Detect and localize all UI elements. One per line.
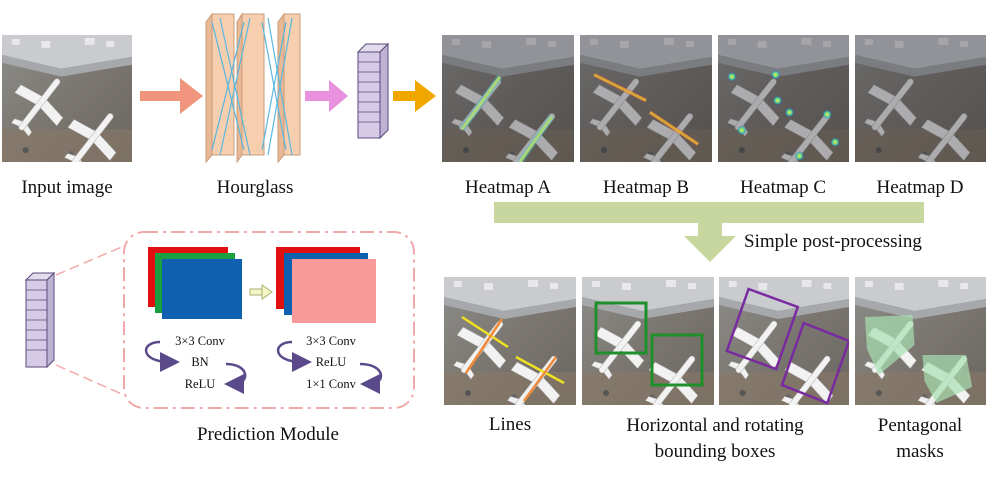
- pentagonal-masks-result-image: [855, 277, 986, 405]
- left-op-1: 3×3 Conv: [175, 334, 226, 348]
- heatmap-c-label: Heatmap C: [740, 177, 826, 198]
- right-op-1: 3×3 Conv: [306, 334, 357, 348]
- right-op-2: ReLU: [316, 355, 347, 369]
- heatmap-b-image: [577, 35, 713, 181]
- boxes-label-line1: Horizontal and rotating: [626, 415, 804, 436]
- prediction-module-feature-block: [24, 271, 56, 369]
- conv-stack-left: [148, 247, 242, 319]
- post-processing-label: Simple post-processing: [744, 231, 922, 252]
- prediction-module-box: [123, 231, 415, 409]
- heatmap-c-image: [715, 35, 850, 181]
- masks-label-line1: Pentagonal: [878, 415, 962, 436]
- heatmap-a-image: [439, 35, 575, 162]
- right-op-3: 1×1 Conv: [306, 377, 357, 391]
- input-image-label: Input image: [21, 177, 112, 198]
- heatmap-d-label: Heatmap D: [876, 177, 963, 198]
- boxes-label-line2: bounding boxes: [655, 441, 776, 462]
- post-processing-arrow: [494, 202, 924, 262]
- hourglass-label: Hourglass: [217, 177, 294, 198]
- feature-map-block: [356, 42, 390, 140]
- arrow-features-to-heatmaps: [393, 80, 436, 112]
- lines-result-image: [444, 277, 576, 405]
- masks-label-line2: masks: [896, 441, 944, 462]
- heatmap-a-label: Heatmap A: [465, 177, 551, 198]
- loop-arrow-right-top: [276, 340, 312, 372]
- left-op-2: BN: [191, 355, 208, 369]
- zoom-dashed-lines: [55, 245, 125, 396]
- input-image: [2, 35, 132, 162]
- small-arrow-between-stacks: [249, 284, 273, 300]
- loop-arrow-left-top: [144, 340, 180, 372]
- loop-arrow-right-bottom: [359, 362, 382, 394]
- lines-label: Lines: [489, 414, 531, 435]
- hourglass-network: [205, 12, 301, 164]
- rotated-boxes-result-image: [719, 277, 849, 405]
- heatmap-d-image: [852, 35, 987, 181]
- bounding-boxes-result-image: [582, 277, 714, 405]
- arrow-hourglass-to-features: [305, 80, 348, 112]
- heatmap-b-label: Heatmap B: [603, 177, 689, 198]
- prediction-module-label: Prediction Module: [197, 424, 339, 445]
- conv-stack-right: [276, 247, 376, 323]
- left-op-3: ReLU: [185, 377, 216, 391]
- arrow-input-to-hourglass: [140, 78, 203, 114]
- loop-arrow-left-bottom: [224, 362, 247, 394]
